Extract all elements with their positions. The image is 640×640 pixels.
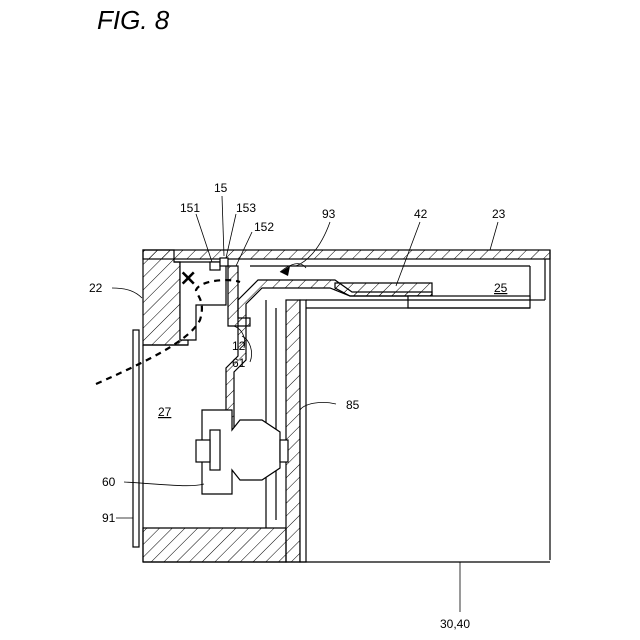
label-30-40: 30,40 — [440, 617, 470, 631]
fan-hub — [210, 430, 220, 470]
label-93: 93 — [322, 207, 336, 221]
leader-15 — [222, 196, 224, 256]
bottom-block — [143, 528, 286, 562]
leader-23 — [490, 222, 498, 250]
leader-152 — [236, 232, 252, 266]
label-25: 25 — [494, 281, 508, 295]
figure-title: FIG. 8 — [97, 5, 170, 35]
top-cover-23 — [143, 250, 550, 259]
part-85-side — [300, 300, 306, 562]
label-23: 23 — [492, 207, 506, 221]
label-12: 12 — [232, 339, 246, 353]
block-mark: × — [179, 266, 197, 291]
fan-shaft — [280, 440, 288, 462]
label-15: 15 — [214, 181, 228, 195]
label-42: 42 — [414, 207, 428, 221]
label-151: 151 — [180, 201, 200, 215]
label-85: 85 — [346, 398, 360, 412]
part-85 — [286, 300, 300, 562]
part-153 — [220, 258, 228, 266]
fan-mount — [196, 440, 210, 462]
plate-42 — [335, 283, 432, 296]
label-152: 152 — [254, 220, 274, 234]
leader-22 — [112, 288, 142, 298]
panel-91 — [133, 330, 139, 547]
label-91: 91 — [102, 511, 116, 525]
part-151 — [210, 262, 220, 270]
part-25 — [408, 296, 530, 308]
label-153: 153 — [236, 201, 256, 215]
label-61: 61 — [232, 356, 246, 370]
label-27: 27 — [158, 405, 172, 419]
label-60: 60 — [102, 475, 116, 489]
label-22: 22 — [89, 281, 103, 295]
